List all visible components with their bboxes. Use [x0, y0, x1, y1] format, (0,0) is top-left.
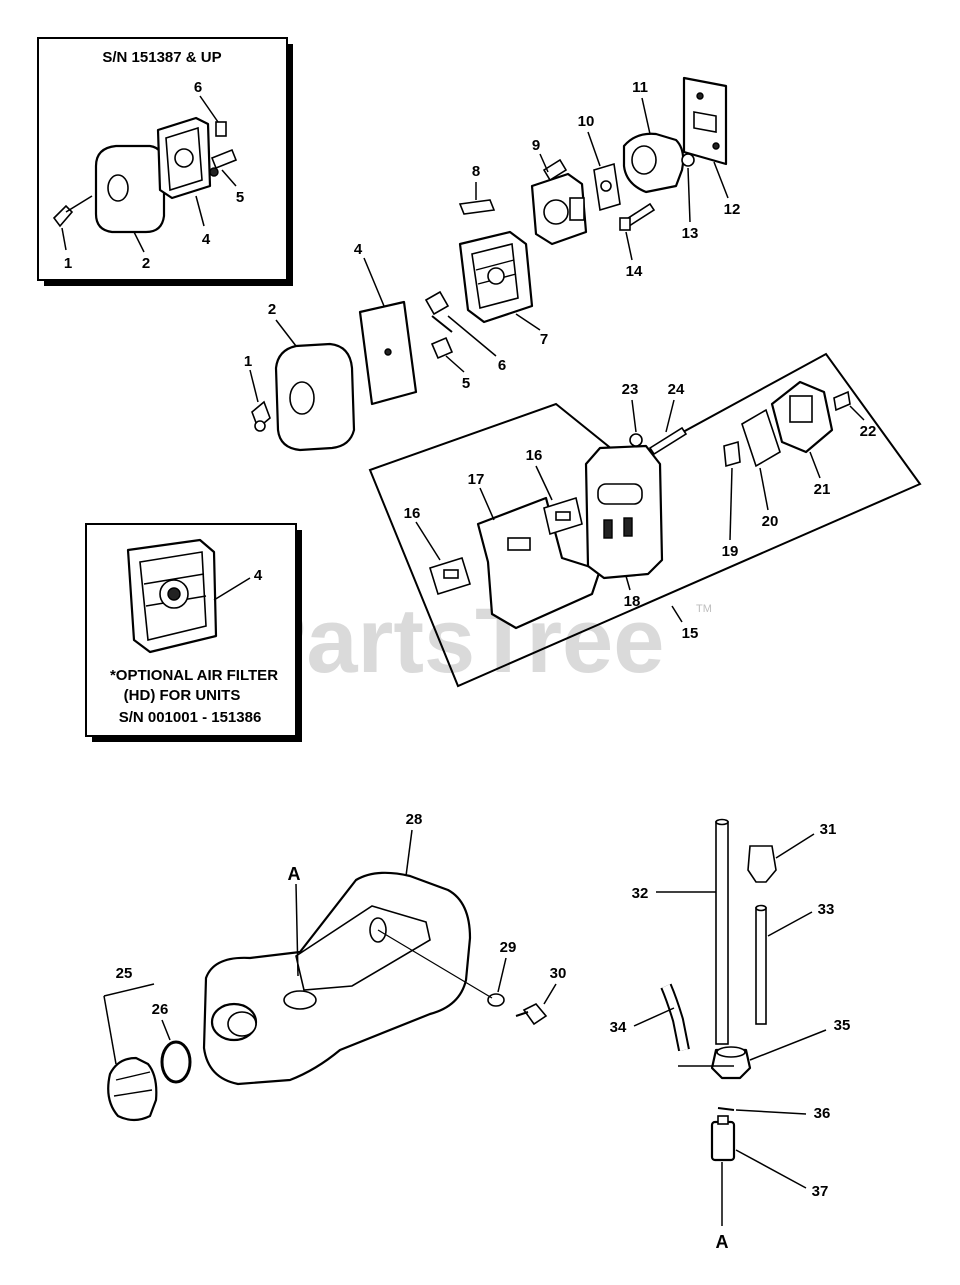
hose: [662, 984, 688, 1051]
muffler-bolt: [648, 426, 688, 456]
air-filter-cover: [94, 144, 166, 234]
tank-screw: [522, 1003, 548, 1026]
muffler: [584, 444, 664, 580]
callout-33: 33: [818, 901, 835, 918]
callout-19: 19: [722, 543, 739, 560]
retainer-ring: [717, 1107, 735, 1111]
callout-15: 15: [682, 625, 699, 642]
screw: [430, 336, 454, 360]
bracket: [424, 290, 450, 316]
callout-17: 17: [468, 471, 485, 488]
callout-23: 23: [622, 381, 639, 398]
callout-34: 34: [610, 1019, 627, 1036]
muffler-washer: [629, 433, 643, 447]
callout-4c: 4: [254, 567, 263, 584]
callout-28: 28: [406, 811, 423, 828]
callout-24: 24: [668, 381, 685, 398]
air-intake-assembly: 1 2 4 5 6 7 8 9 10 11 12 13 14: [244, 76, 741, 452]
fuel-line: [715, 821, 729, 1045]
callout-21: 21: [814, 481, 831, 498]
gasket: [458, 199, 496, 215]
muffler-panel-outline: [368, 352, 922, 688]
callout-20: 20: [762, 513, 779, 530]
bracket: [210, 148, 238, 170]
callout-36: 36: [814, 1105, 831, 1122]
callout-1b: 1: [244, 353, 252, 370]
callout-12: 12: [724, 201, 741, 218]
washer: [681, 153, 695, 167]
callout-25: 25: [116, 965, 133, 982]
fuel-line-assembly: 32 31 33 34 35 36 37 A: [610, 818, 851, 1252]
callout-31: 31: [820, 821, 837, 838]
callout-5: 5: [236, 189, 244, 206]
cap-gasket: [160, 1040, 192, 1084]
callout-2b: 2: [268, 301, 276, 318]
optional-line3: S/N 001001 - 151386: [119, 709, 262, 726]
tank-grommet: [710, 1048, 752, 1080]
callout-14: 14: [626, 263, 643, 280]
callout-32: 32: [632, 885, 649, 902]
callout-13: 13: [682, 225, 699, 242]
callout-4: 4: [202, 231, 211, 248]
callout-37: 37: [812, 1183, 829, 1200]
callout-16b: 16: [526, 447, 543, 464]
optional-line2: (HD) FOR UNITS: [124, 687, 241, 704]
callout-1: 1: [64, 255, 72, 272]
watermark-tm: TM: [696, 603, 712, 615]
callout-35: 35: [834, 1017, 851, 1034]
callout-9: 9: [532, 137, 540, 154]
callout-22: 22: [860, 423, 877, 440]
fuel-filter: [710, 1120, 736, 1162]
inset-serial-box: S/N 151387 & UP 1 2 4 5 6: [37, 37, 293, 286]
inset-optional-filter: 4 *OPTIONAL AIR FILTER (HD) FOR UNITS S/…: [85, 523, 302, 742]
callout-2: 2: [142, 255, 150, 272]
callout-18: 18: [624, 593, 641, 610]
screw: [215, 121, 227, 137]
optional-line1: *OPTIONAL AIR FILTER: [110, 667, 278, 684]
exhaust-gasket: [741, 408, 781, 468]
callout-11: 11: [632, 79, 648, 96]
callout-30: 30: [550, 965, 567, 982]
fuel-tank-assembly: A 28 25 26 29 30: [103, 811, 567, 1122]
air-filter-cover: [274, 342, 356, 452]
return-line: [755, 907, 767, 1025]
line-fitting: [747, 845, 777, 883]
callout-7: 7: [540, 331, 548, 348]
callout-8: 8: [472, 163, 480, 180]
callout-26: 26: [152, 1001, 169, 1018]
inset-title: S/N 151387 & UP: [102, 49, 221, 66]
tank-washer: [487, 993, 505, 1007]
callout-5b: 5: [462, 375, 470, 392]
callout-16a: 16: [404, 505, 421, 522]
callout-10: 10: [578, 113, 595, 130]
marker-a-bottom: A: [716, 1232, 729, 1252]
callout-29: 29: [500, 939, 517, 956]
spark-arrestor: [723, 440, 741, 468]
watermark: PartsTree: [245, 590, 664, 692]
cover-screw: [833, 390, 851, 412]
callout-6b: 6: [498, 357, 506, 374]
callout-4b: 4: [354, 241, 363, 258]
callout-6: 6: [194, 79, 202, 96]
muffler-assembly: 16 17 16 18 15 23 24 19 20 21 22: [368, 352, 922, 688]
marker-a-top: A: [288, 864, 301, 884]
fuel-cap: [107, 1056, 158, 1122]
